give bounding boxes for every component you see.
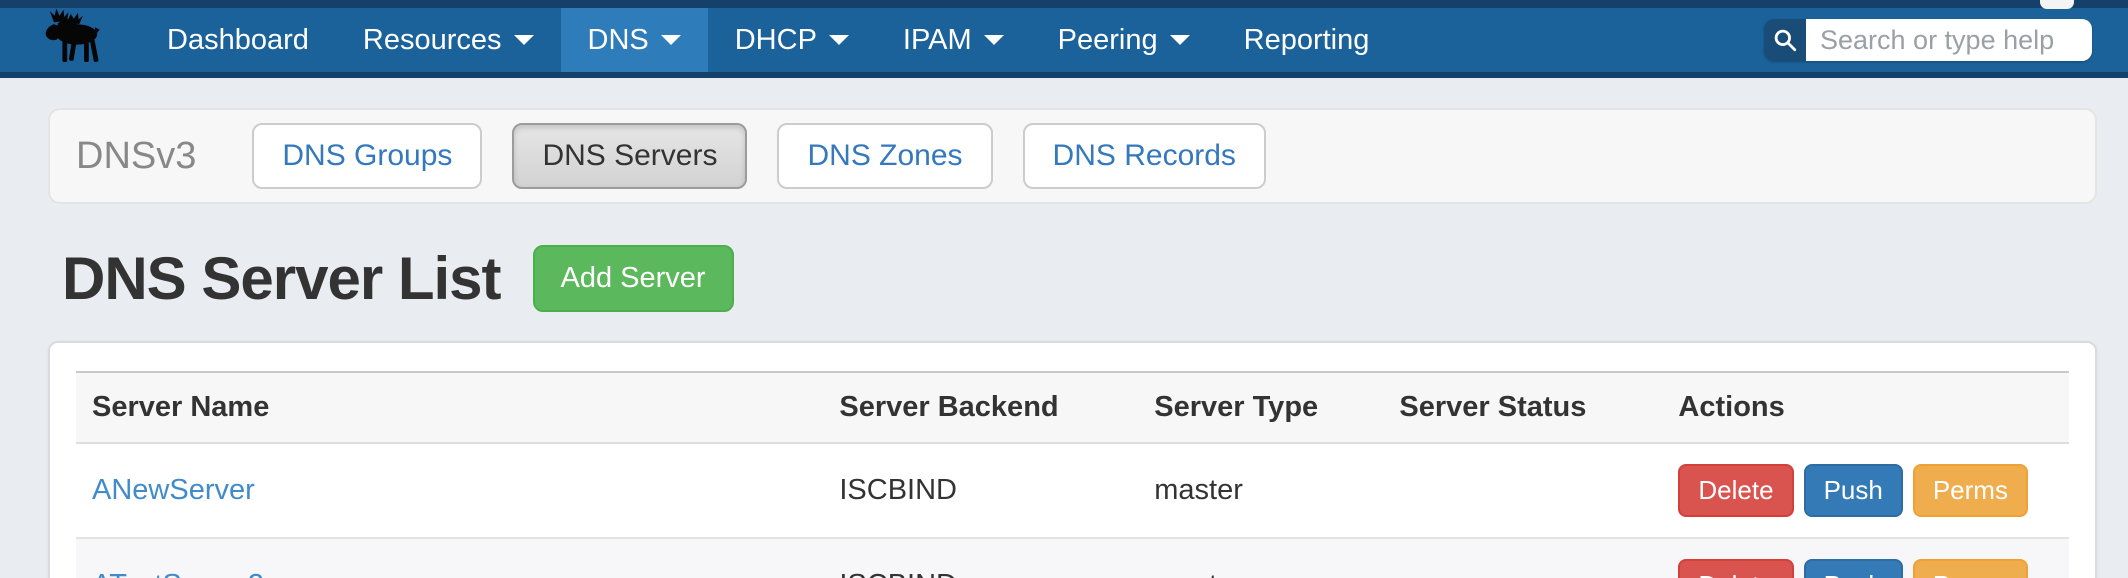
nav-label: Peering [1057,23,1158,56]
main-nav: Dashboard Resources DNS DHCP IPAM Peerin… [140,8,1396,72]
page-title: DNS Server List [62,245,502,312]
nav-label: DHCP [734,23,817,56]
subnav-brand: DNSv3 [76,134,197,177]
nav-label: IPAM [902,23,972,56]
col-header-server-backend: Server Backend [823,371,1139,444]
server-table: Server Name Server Backend Server Type S… [76,371,2069,578]
perms-button[interactable]: Perms [1912,559,2028,578]
tab-dns-groups[interactable]: DNS Groups [252,123,483,189]
dns-subnav: DNSv3 DNS Groups DNS Servers DNS Zones D… [48,108,2097,204]
moose-icon [32,8,112,73]
server-table-card: Server Name Server Backend Server Type S… [48,341,2097,578]
push-button[interactable]: Push [1803,559,1903,578]
table-row: ATestServer2 ISCBIND master Delete Push … [76,538,2069,578]
push-button[interactable]: Push [1803,464,1903,517]
row-actions: Delete Push Perms [1678,464,2053,517]
nav-item-dashboard[interactable]: Dashboard [140,8,336,72]
chevron-down-icon [983,35,1004,45]
top-edge-notch [2040,0,2074,9]
nav-item-ipam[interactable]: IPAM [876,8,1031,72]
cell-type: master [1138,443,1384,539]
col-header-actions: Actions [1662,371,2069,444]
nav-item-resources[interactable]: Resources [336,8,561,72]
server-link[interactable]: ATestServer2 [92,569,264,578]
brand-logo[interactable] [0,8,140,72]
row-actions: Delete Push Perms [1678,559,2053,578]
nav-item-peering[interactable]: Peering [1031,8,1217,72]
nav-item-dhcp[interactable]: DHCP [708,8,876,72]
nav-item-dns[interactable]: DNS [560,8,708,72]
search-icon [1764,19,1806,61]
delete-button[interactable]: Delete [1678,559,1794,578]
chevron-down-icon [828,35,849,45]
chevron-down-icon [513,35,534,45]
tab-dns-zones[interactable]: DNS Zones [777,123,993,189]
cell-type: master [1138,538,1384,578]
cell-status [1383,538,1663,578]
perms-button[interactable]: Perms [1912,464,2028,517]
subnav-tabs: DNS Groups DNS Servers DNS Zones DNS Rec… [252,123,1266,189]
col-header-server-name: Server Name [76,371,824,444]
nav-label: Reporting [1243,23,1370,56]
nav-label: Dashboard [167,23,309,56]
col-header-server-type: Server Type [1138,371,1384,444]
top-navbar: Dashboard Resources DNS DHCP IPAM Peerin… [0,0,2128,78]
chevron-down-icon [660,35,681,45]
cell-status [1383,443,1663,539]
search-group [1764,19,2092,61]
cell-backend: ISCBIND [823,443,1139,539]
table-header-row: Server Name Server Backend Server Type S… [76,371,2069,444]
col-header-server-status: Server Status [1383,371,1663,444]
search-input[interactable] [1806,19,2092,61]
tab-dns-servers[interactable]: DNS Servers [512,123,748,189]
page-head: DNS Server List Add Server [62,244,2097,313]
delete-button[interactable]: Delete [1678,464,1794,517]
nav-item-reporting[interactable]: Reporting [1217,8,1397,72]
nav-label: DNS [587,23,649,56]
tab-dns-records[interactable]: DNS Records [1022,123,1266,189]
nav-label: Resources [362,23,502,56]
server-link[interactable]: ANewServer [92,474,255,506]
table-row: ANewServer ISCBIND master Delete Push Pe… [76,443,2069,539]
cell-backend: ISCBIND [823,538,1139,578]
add-server-button[interactable]: Add Server [532,245,734,312]
chevron-down-icon [1169,35,1190,45]
